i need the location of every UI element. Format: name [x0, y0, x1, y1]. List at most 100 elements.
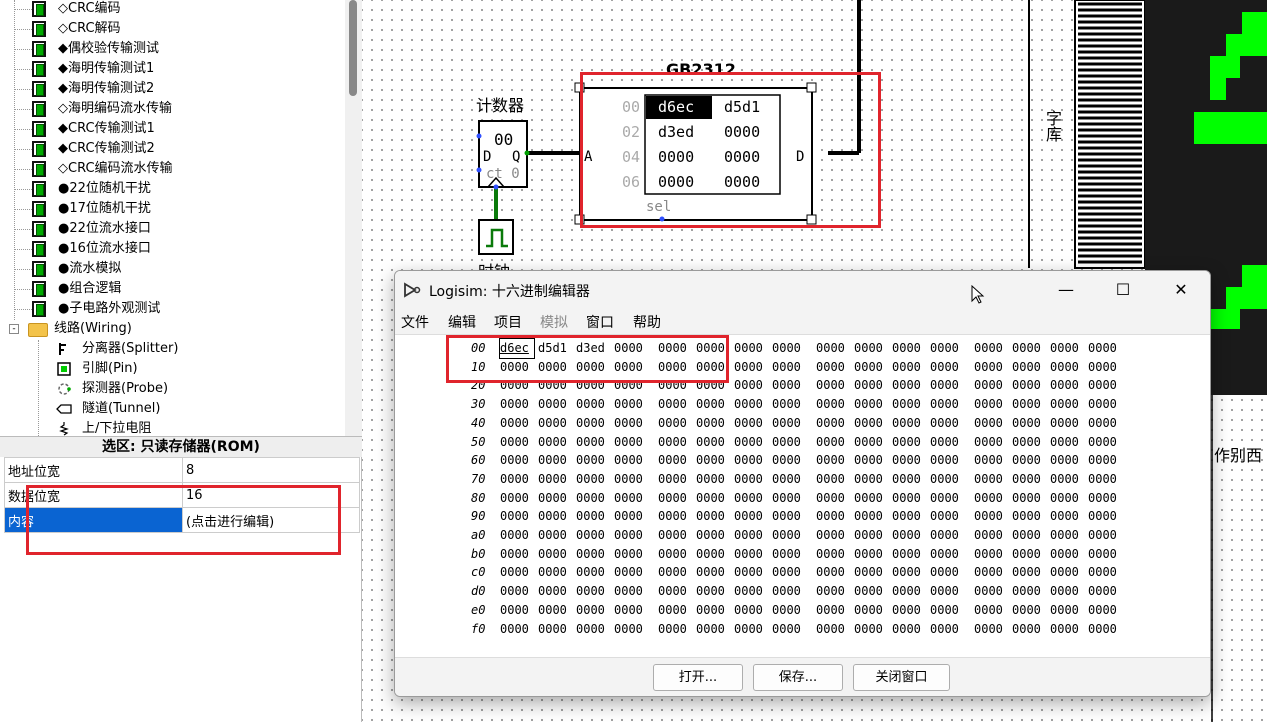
- hex-cell[interactable]: 0000: [772, 602, 801, 617]
- hex-cell[interactable]: 0000: [696, 621, 725, 636]
- hex-cell[interactable]: 0000: [1012, 528, 1041, 542]
- hex-cell[interactable]: 0000: [1088, 359, 1117, 374]
- hex-cell[interactable]: 0000: [1012, 359, 1041, 374]
- hex-cell[interactable]: 0000: [816, 565, 845, 580]
- hex-cell[interactable]: 0000: [734, 378, 763, 393]
- tree-item[interactable]: ◇CRC编码: [0, 0, 345, 19]
- close-window-button[interactable]: ✕: [1174, 280, 1188, 299]
- hex-cell[interactable]: 0000: [614, 397, 643, 412]
- hex-cell[interactable]: d3ed: [576, 341, 605, 355]
- hex-cell[interactable]: 0000: [1088, 341, 1117, 355]
- hex-cell[interactable]: 0000: [500, 565, 529, 580]
- hex-cell[interactable]: 0000: [816, 359, 845, 374]
- hex-cell[interactable]: 0000: [974, 471, 1003, 486]
- hex-cell[interactable]: 0000: [892, 546, 921, 561]
- hex-cell[interactable]: 0000: [816, 378, 845, 393]
- hex-cell[interactable]: 0000: [734, 471, 763, 486]
- hex-cell[interactable]: 0000: [658, 509, 687, 524]
- hex-cell[interactable]: 0000: [892, 415, 921, 430]
- hex-cell[interactable]: 0000: [1012, 490, 1041, 505]
- hex-editor-titlebar[interactable]: Logisim: 十六进制编辑器 — ☐ ✕: [395, 271, 1210, 309]
- hex-cell[interactable]: 0000: [892, 341, 921, 355]
- hex-cell[interactable]: 0000: [974, 565, 1003, 580]
- hex-cell[interactable]: 0000: [696, 528, 725, 542]
- hex-cell[interactable]: 0000: [538, 397, 567, 412]
- hex-cell[interactable]: 0000: [614, 528, 643, 542]
- hex-cell[interactable]: 0000: [1088, 565, 1117, 580]
- hex-cell[interactable]: 0000: [658, 584, 687, 599]
- hex-cell[interactable]: 0000: [658, 546, 687, 561]
- hex-cell[interactable]: 0000: [734, 434, 763, 449]
- hex-cell[interactable]: 0000: [538, 434, 567, 449]
- hex-cell[interactable]: 0000: [974, 509, 1003, 524]
- tree-item-wiring[interactable]: 引脚(Pin): [0, 359, 345, 379]
- property-value[interactable]: 8: [182, 457, 360, 483]
- hex-cell[interactable]: 0000: [930, 471, 959, 486]
- hex-cell[interactable]: 0000: [658, 490, 687, 505]
- hex-cell[interactable]: 0000: [696, 359, 725, 374]
- hex-cell[interactable]: 0000: [974, 359, 1003, 374]
- hex-cell[interactable]: 0000: [816, 341, 845, 355]
- hex-cell[interactable]: 0000: [734, 584, 763, 599]
- hex-cell[interactable]: 0000: [614, 434, 643, 449]
- hex-cell[interactable]: 0000: [538, 359, 567, 374]
- hex-cell[interactable]: 0000: [1050, 490, 1079, 505]
- hex-cell[interactable]: 0000: [538, 621, 567, 636]
- hex-cell[interactable]: 0000: [854, 621, 883, 636]
- hex-cell[interactable]: d6ec: [499, 338, 535, 359]
- hex-cell[interactable]: 0000: [930, 415, 959, 430]
- hex-cell[interactable]: 0000: [614, 359, 643, 374]
- hex-cell[interactable]: 0000: [930, 565, 959, 580]
- hex-cell[interactable]: 0000: [930, 397, 959, 412]
- hex-cell[interactable]: 0000: [1012, 378, 1041, 393]
- hex-cell[interactable]: 0000: [772, 359, 801, 374]
- hex-cell[interactable]: 0000: [538, 584, 567, 599]
- hex-cell[interactable]: 0000: [538, 509, 567, 524]
- hex-cell[interactable]: 0000: [576, 565, 605, 580]
- hex-cell[interactable]: 0000: [538, 565, 567, 580]
- hex-cell[interactable]: 0000: [772, 490, 801, 505]
- hex-cell[interactable]: 0000: [854, 415, 883, 430]
- hex-cell[interactable]: 0000: [614, 621, 643, 636]
- tree-item[interactable]: ◆海明传输测试1: [0, 59, 345, 79]
- property-row[interactable]: 内容(点击进行编辑): [4, 507, 360, 533]
- hex-cell[interactable]: 0000: [538, 546, 567, 561]
- hex-cell[interactable]: 0000: [1088, 471, 1117, 486]
- hex-cell[interactable]: 0000: [1050, 528, 1079, 542]
- hex-cell[interactable]: 0000: [1012, 341, 1041, 355]
- menu-item-5[interactable]: 帮助: [633, 315, 661, 331]
- hex-cell[interactable]: 0000: [1088, 378, 1117, 393]
- hex-cell[interactable]: 0000: [1050, 397, 1079, 412]
- hex-cell[interactable]: 0000: [614, 565, 643, 580]
- hex-cell[interactable]: 0000: [658, 621, 687, 636]
- hex-cell[interactable]: 0000: [974, 415, 1003, 430]
- hex-cell[interactable]: 0000: [658, 528, 687, 542]
- hex-cell[interactable]: 0000: [892, 565, 921, 580]
- hex-cell[interactable]: 0000: [1088, 434, 1117, 449]
- hex-cell[interactable]: 0000: [854, 565, 883, 580]
- hex-cell[interactable]: 0000: [974, 528, 1003, 542]
- hex-cell[interactable]: 0000: [734, 359, 763, 374]
- tree-scrollbar[interactable]: [345, 0, 362, 436]
- hex-cell[interactable]: 0000: [816, 453, 845, 468]
- hex-cell[interactable]: 0000: [576, 509, 605, 524]
- hex-cell[interactable]: 0000: [696, 453, 725, 468]
- hex-cell[interactable]: 0000: [772, 584, 801, 599]
- hex-cell[interactable]: 0000: [816, 415, 845, 430]
- hex-cell[interactable]: 0000: [658, 453, 687, 468]
- hex-cell[interactable]: 0000: [1050, 565, 1079, 580]
- hex-cell[interactable]: 0000: [500, 434, 529, 449]
- hex-cell[interactable]: 0000: [614, 584, 643, 599]
- hex-cell[interactable]: 0000: [892, 397, 921, 412]
- hex-cell[interactable]: 0000: [696, 471, 725, 486]
- hex-cell[interactable]: 0000: [854, 378, 883, 393]
- hex-cell[interactable]: 0000: [500, 471, 529, 486]
- hex-cell[interactable]: 0000: [576, 453, 605, 468]
- hex-cell[interactable]: 0000: [772, 453, 801, 468]
- hex-cell[interactable]: 0000: [892, 528, 921, 542]
- hex-cell[interactable]: 0000: [816, 434, 845, 449]
- hex-cell[interactable]: 0000: [1050, 509, 1079, 524]
- hex-cell[interactable]: 0000: [974, 621, 1003, 636]
- hex-cell[interactable]: 0000: [892, 434, 921, 449]
